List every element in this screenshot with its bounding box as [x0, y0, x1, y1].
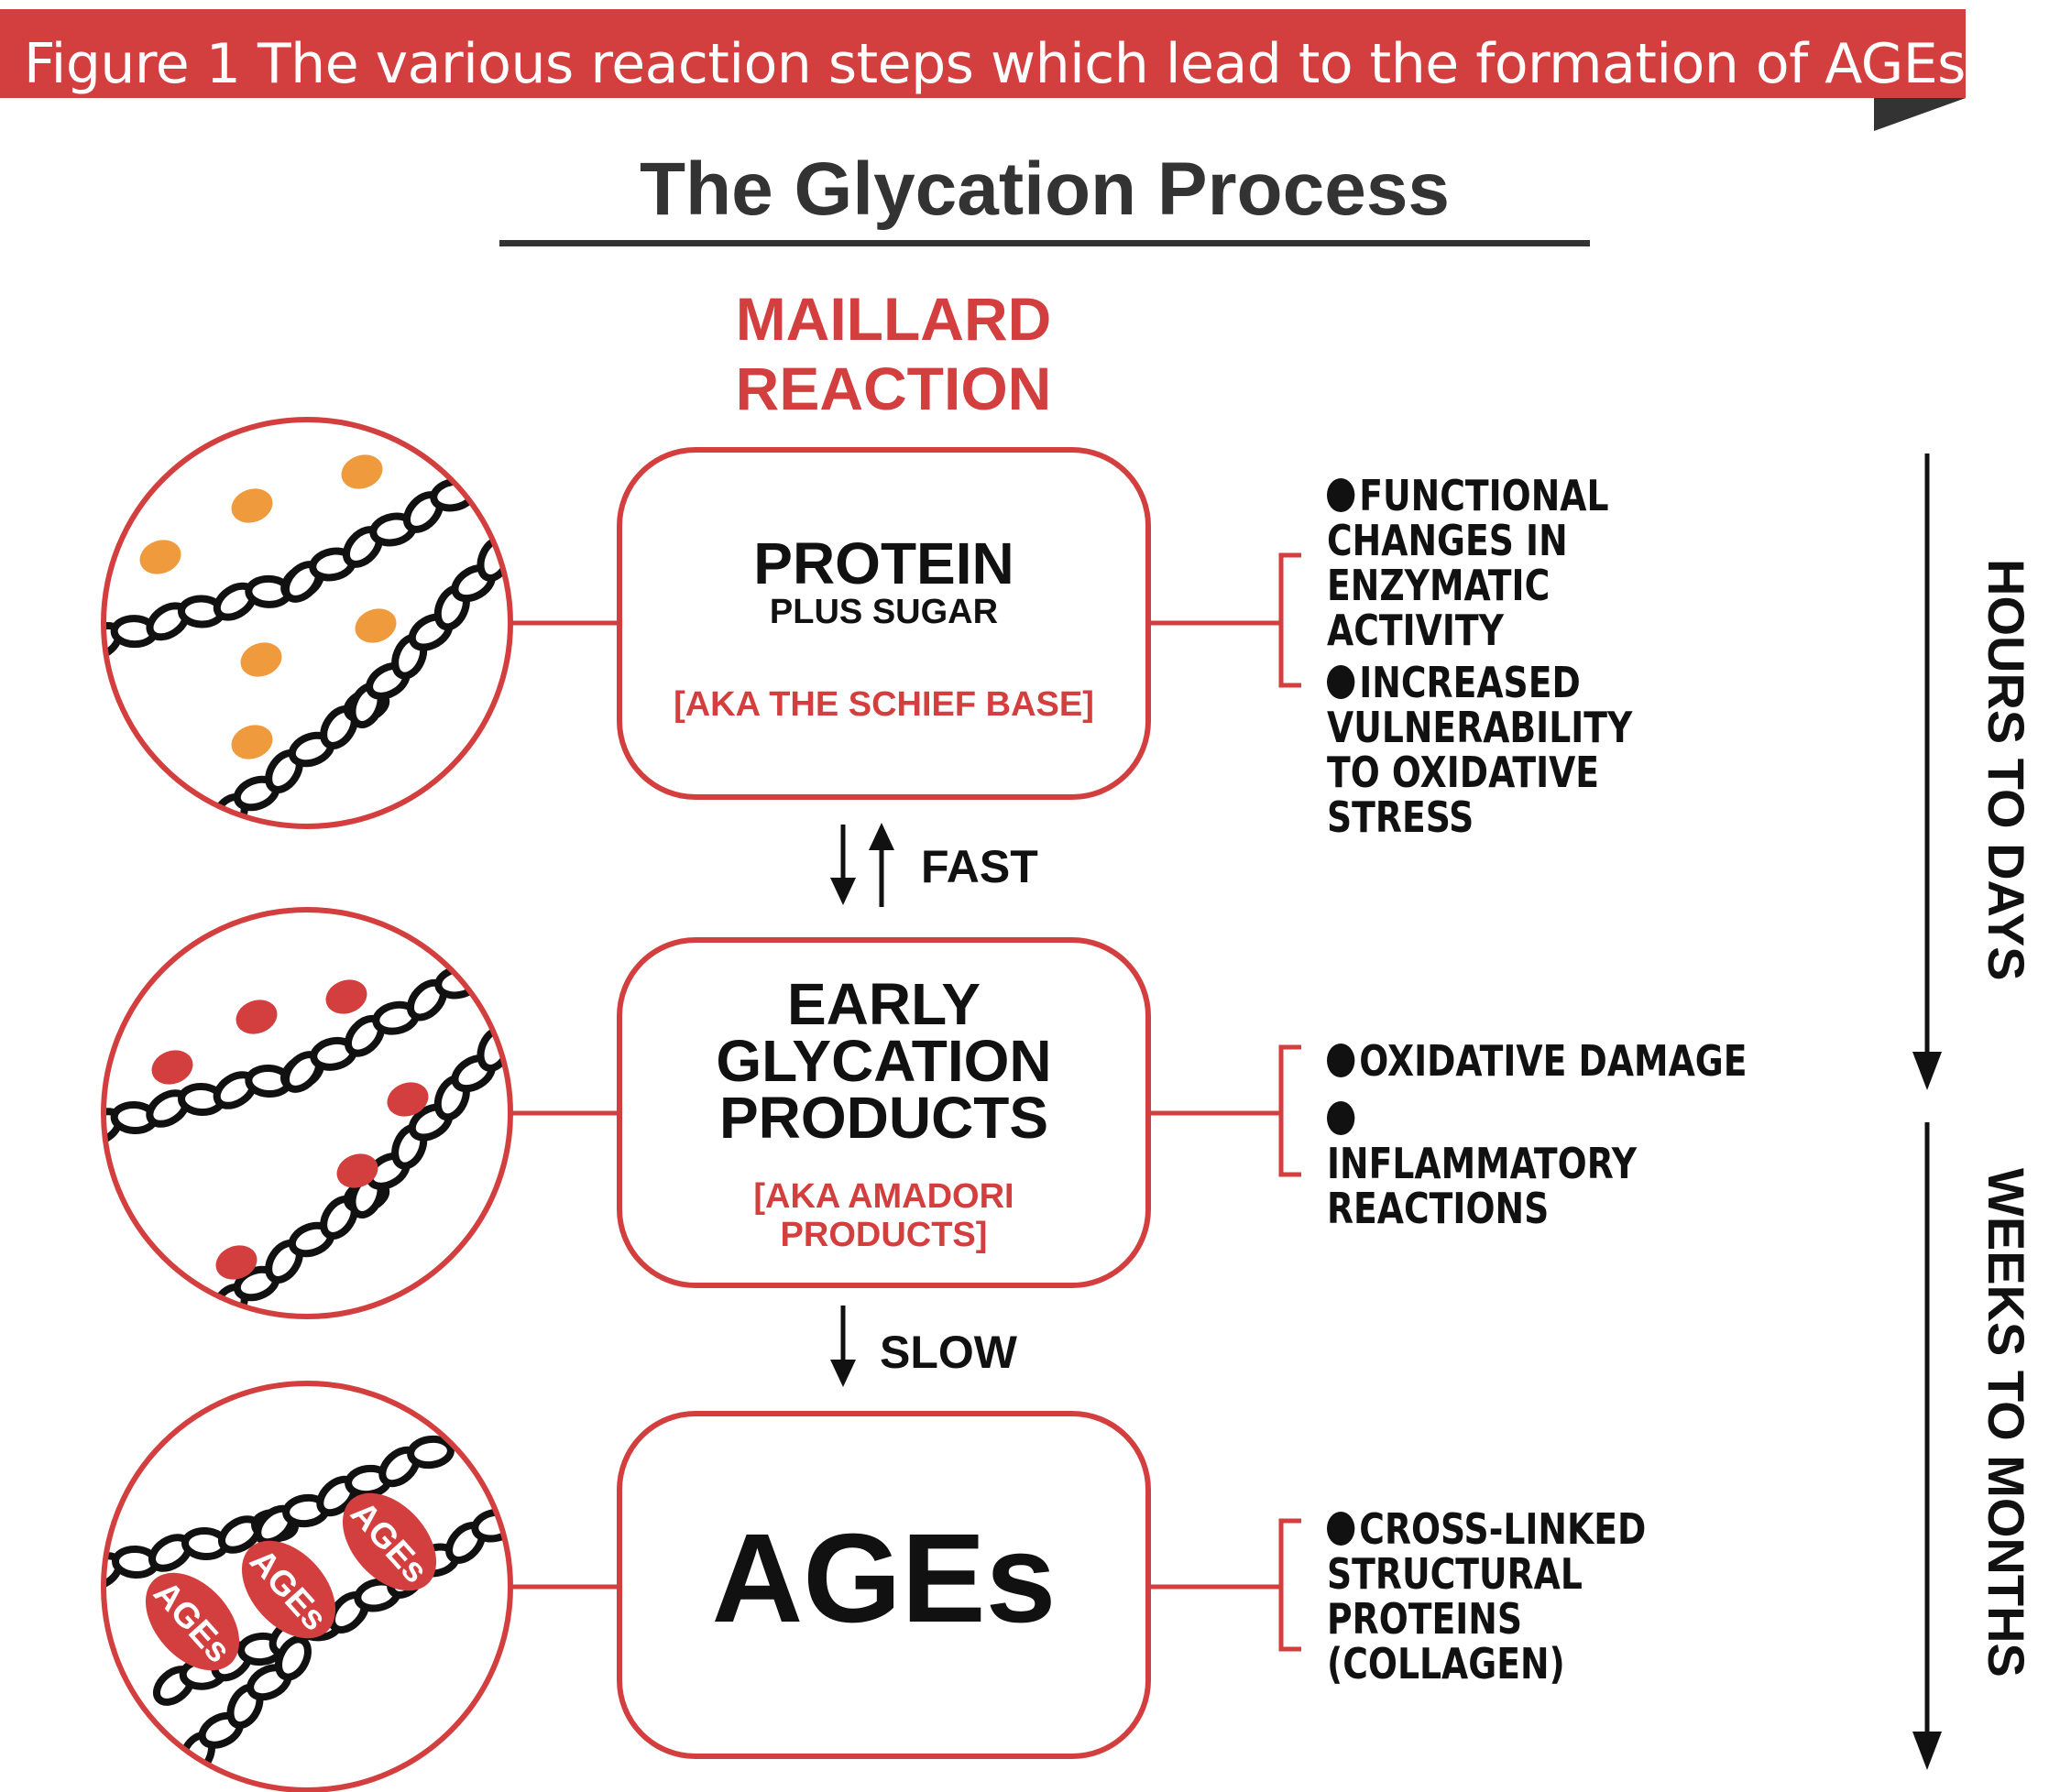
protein-chain	[348, 1026, 510, 1218]
effect-text: OXIDATIVE DAMAGE	[1359, 1036, 1748, 1086]
effects-list-early-glycation: OXIDATIVE DAMAGE INFLAMMATORY REACTIONS	[1327, 1039, 1747, 1231]
stage-subheading: PLUS SUGAR	[769, 593, 999, 631]
bullet-icon	[1327, 1512, 1355, 1546]
effect-item: OXIDATIVE DAMAGE	[1327, 1039, 1747, 1084]
protein-chain	[348, 536, 510, 728]
bullet-icon	[1327, 665, 1355, 699]
timeline-arrow-2	[1912, 1122, 1942, 1770]
sugar-molecule	[240, 642, 282, 677]
timescale-weeks-to-months: WEEKS TO MONTHS	[1978, 1168, 2035, 1677]
chain-link	[275, 1635, 312, 1681]
fast-arrows	[830, 823, 894, 907]
glycation-product	[236, 1000, 278, 1034]
diagram-title: The Glycation Process	[639, 148, 1451, 231]
caption-banner: Figure 1 The various reaction steps whic…	[0, 9, 1966, 98]
stage-aka: [AKA AMADORI PRODUCTS]	[753, 1177, 1014, 1254]
protein-chain	[281, 477, 477, 603]
effects-list-ages: CROSS-LINKED STRUCTURAL PROTEINS (COLLAG…	[1327, 1507, 1717, 1687]
sugar-molecule	[341, 454, 383, 489]
reaction-label: MAILLARD REACTION	[735, 285, 1052, 422]
bullet-icon	[1327, 1101, 1355, 1135]
stage-heading: EARLY GLYCATION PRODUCTS	[716, 971, 1052, 1151]
slow-arrow	[830, 1306, 856, 1387]
glycation-product	[387, 1082, 429, 1117]
effect-item: CROSS-LINKED STRUCTURAL PROTEINS (COLLAG…	[1327, 1507, 1717, 1687]
connector-lines	[509, 552, 1301, 1652]
stage-box-ages: AGEs	[617, 1411, 1151, 1759]
transition-fast-label: FAST	[921, 841, 1038, 892]
ages-marker-shape	[241, 1540, 336, 1639]
figure-caption: Figure 1 The various reaction steps whic…	[24, 32, 1966, 96]
ages-marker-shape	[342, 1492, 437, 1591]
effect-text: CROSS-LINKED STRUCTURAL PROTEINS (COLLAG…	[1327, 1504, 1647, 1688]
effect-item: INCREASED VULNERABILITY TO OXIDATIVE STR…	[1327, 661, 1650, 840]
effect-text: INCREASED VULNERABILITY TO OXIDATIVE STR…	[1327, 658, 1633, 842]
effect-item: INFLAMMATORY REACTIONS	[1327, 1097, 1637, 1231]
effect-item: FUNCTIONAL CHANGES IN ENZYMATIC ACTIVITY	[1327, 474, 1680, 653]
bullet-icon	[1327, 478, 1355, 512]
timeline-arrow-1	[1912, 453, 1942, 1090]
effect-text: INFLAMMATORY REACTIONS	[1327, 1139, 1638, 1233]
sugar-molecule	[231, 488, 273, 523]
bullet-icon	[1327, 1044, 1355, 1077]
banner-fold	[1874, 98, 1966, 131]
sugar-molecule	[231, 725, 273, 759]
ages-marker-shape	[145, 1572, 240, 1671]
sugar-molecule	[139, 540, 181, 574]
stage-box-early-glycation: EARLY GLYCATION PRODUCTS [AKA AMADORI PR…	[617, 937, 1151, 1288]
molecule-circle-1	[101, 417, 513, 829]
title-underline	[499, 240, 1590, 246]
protein-chain	[254, 1435, 455, 1546]
glycation-product	[336, 1153, 378, 1188]
stage-aka: [AKA THE SCHIEF BASE]	[674, 685, 1094, 724]
stage-heading: PROTEIN	[753, 530, 1014, 596]
sugar-molecule	[355, 608, 397, 643]
protein-chain	[179, 1635, 312, 1777]
chain-link	[407, 1435, 455, 1470]
stage-heading: AGEs	[711, 1508, 1057, 1649]
glycation-product	[325, 979, 367, 1014]
effects-list-protein: FUNCTIONAL CHANGES IN ENZYMATIC ACTIVITY…	[1327, 474, 1680, 840]
protein-chain	[281, 965, 482, 1093]
glycation-product	[215, 1245, 258, 1280]
glycation-product	[151, 1050, 193, 1085]
molecule-circle-2	[101, 907, 513, 1319]
effect-text: FUNCTIONAL CHANGES IN ENZYMATIC ACTIVITY	[1327, 471, 1609, 655]
timescale-hours-to-days: HOURS TO DAYS	[1978, 559, 2035, 981]
transition-slow-label: SLOW	[880, 1327, 1017, 1378]
stage-box-protein: PROTEIN PLUS SUGAR [AKA THE SCHIEF BASE]	[617, 447, 1151, 800]
